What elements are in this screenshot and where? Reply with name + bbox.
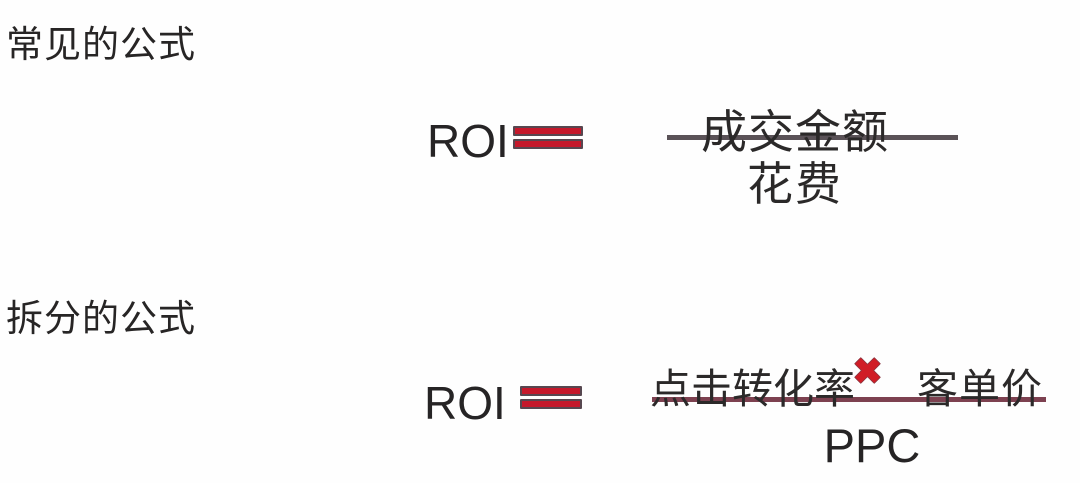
equals-bar-top [520,386,582,396]
equals-bar-bottom [513,139,583,149]
numerator-click-conversion-rate: 点击转化率 [650,366,855,412]
fraction-bar-2 [652,397,1046,402]
equals-icon-2 [520,386,582,409]
denominator-cost: 花费 [747,159,843,210]
roi-label-2: ROI [424,377,506,429]
equals-bar-top [513,126,583,136]
multiply-icon: ✖ [852,350,884,393]
equals-bar-bottom [520,399,582,409]
roi-label-1: ROI [427,115,509,167]
section-title-common-formula: 常见的公式 [6,24,196,65]
numerator-transaction-amount: 成交金额 [701,107,889,158]
denominator-ppc: PPC [823,419,921,472]
fraction-bar-1 [667,135,958,140]
section-title-split-formula: 拆分的公式 [6,298,196,339]
equals-icon-1 [513,126,583,149]
numerator-average-order-value: 客单价 [917,366,1043,412]
